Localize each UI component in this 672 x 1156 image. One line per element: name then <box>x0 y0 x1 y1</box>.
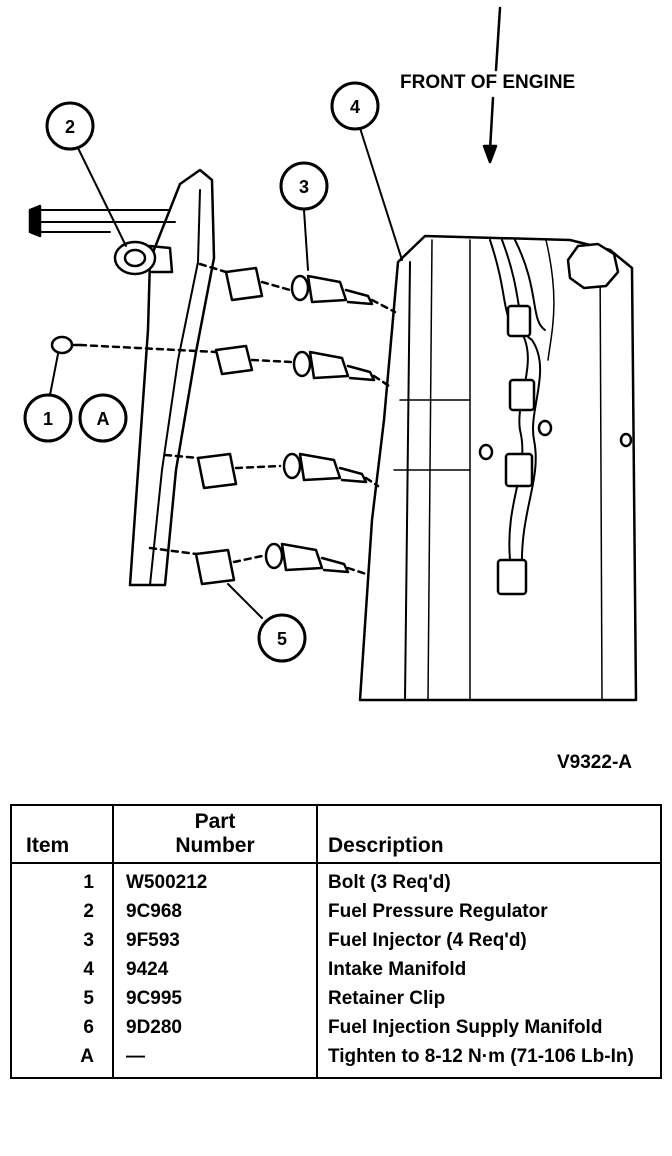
leader-5 <box>227 583 263 619</box>
front-arrow-line-top <box>494 6 502 72</box>
fuel-injection-diagram: 2 3 4 1 A 5 <box>23 6 638 702</box>
callout-label-A: A <box>97 409 110 429</box>
part-number-cell: 9F593 <box>112 926 318 955</box>
description-cell: Fuel Pressure Regulator <box>316 897 662 926</box>
table-row: 2 9C968 Fuel Pressure Regulator <box>10 897 662 926</box>
callout-label-3: 3 <box>299 177 309 197</box>
part-number-cell: 9D280 <box>112 1013 318 1042</box>
leader-3 <box>303 209 309 271</box>
bolt <box>50 335 82 355</box>
fuel-pressure-regulator <box>113 240 174 276</box>
part-number-cell: 9424 <box>112 955 318 984</box>
table-row: 1 W500212 Bolt (3 Req'd) <box>10 863 662 897</box>
front-of-engine-label: FRONT OF ENGINE <box>400 72 576 93</box>
callout-circle-5 <box>257 613 307 663</box>
callout-circle-2 <box>45 101 95 151</box>
injector-row-4 <box>148 542 368 586</box>
item-cell: 5 <box>10 984 114 1013</box>
table-row: A — Tighten to 8-12 N·m (71-106 Lb-In) <box>10 1042 662 1078</box>
callout-circle-3 <box>279 161 329 211</box>
table-row: 5 9C995 Retainer Clip <box>10 984 662 1013</box>
callout-circle-1 <box>23 393 73 443</box>
part-number-cell: W500212 <box>112 863 318 897</box>
item-cell: 1 <box>10 863 114 897</box>
item-cell: A <box>10 1042 114 1078</box>
injector-row-1 <box>198 262 397 314</box>
figure-id: V9322-A <box>557 752 632 773</box>
front-arrow-line-bottom <box>488 96 495 152</box>
header-part-number: Part Number <box>112 805 318 864</box>
parts-table: Item Part Number Description 1 W500212 B… <box>10 804 662 1079</box>
description-cell: Fuel Injector (4 Req'd) <box>316 926 662 955</box>
description-cell: Bolt (3 Req'd) <box>316 863 662 897</box>
leader-4 <box>359 127 403 261</box>
header-item: Item <box>10 805 114 864</box>
item-cell: 6 <box>10 1013 114 1042</box>
callout-circle-A <box>78 393 128 443</box>
intake-manifold <box>358 234 638 702</box>
table-row: 3 9F593 Fuel Injector (4 Req'd) <box>10 926 662 955</box>
item-cell: 2 <box>10 897 114 926</box>
callout-label-1: 1 <box>43 409 53 429</box>
description-cell: Retainer Clip <box>316 984 662 1013</box>
header-description: Description <box>316 805 662 864</box>
injector-row-2 <box>78 343 394 390</box>
leader-1 <box>49 353 59 396</box>
callout-label-4: 4 <box>350 97 360 117</box>
callout-label-5: 5 <box>277 629 287 649</box>
table-row: 6 9D280 Fuel Injection Supply Manifold <box>10 1013 662 1042</box>
table-row: 4 9424 Intake Manifold <box>10 955 662 984</box>
description-cell: Intake Manifold <box>316 955 662 984</box>
part-number-cell: 9C968 <box>112 897 318 926</box>
table-header-row: Item Part Number Description <box>10 805 662 864</box>
part-number-cell: — <box>112 1042 318 1078</box>
callout-label-2: 2 <box>65 117 75 137</box>
injector-row-3 <box>163 452 380 490</box>
front-arrow-head <box>482 144 498 164</box>
description-cell: Fuel Injection Supply Manifold <box>316 1013 662 1042</box>
part-number-cell: 9C995 <box>112 984 318 1013</box>
item-cell: 4 <box>10 955 114 984</box>
leader-2 <box>77 147 127 247</box>
description-cell: Tighten to 8-12 N·m (71-106 Lb-In) <box>316 1042 662 1078</box>
callout-circle-4 <box>330 81 380 131</box>
fuel-supply-manifold <box>28 168 216 587</box>
item-cell: 3 <box>10 926 114 955</box>
